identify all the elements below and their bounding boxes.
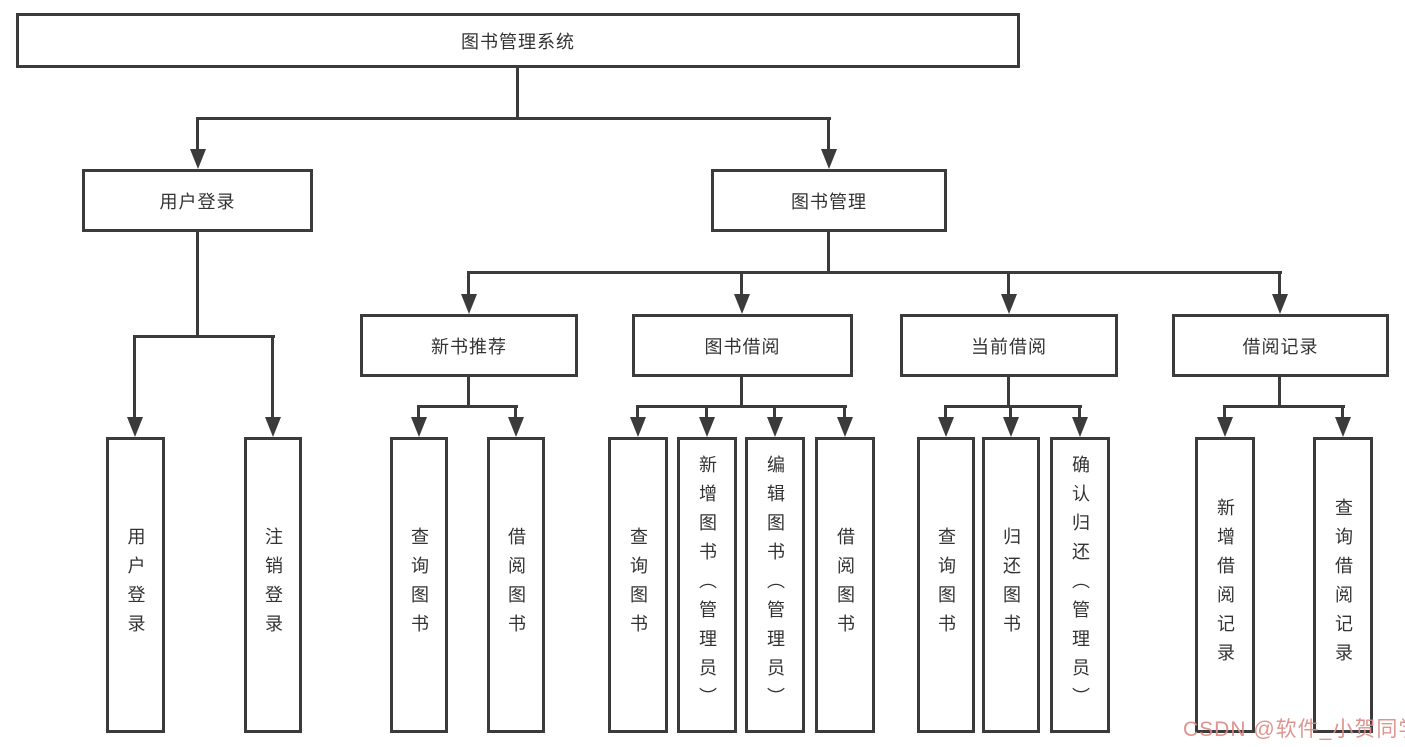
arrowhead-icon	[127, 417, 143, 437]
node-user-login: 用户登录	[82, 169, 313, 232]
tree-connector	[1007, 375, 1010, 408]
leaf-borrow-books: 借阅图书	[815, 437, 875, 733]
tree-connector	[1078, 405, 1081, 420]
arrowhead-icon	[630, 417, 646, 437]
arrowhead-icon	[837, 417, 853, 437]
tree-connector	[467, 271, 470, 297]
tree-connector	[467, 375, 470, 408]
leaf-query-books-borrow: 查询图书	[608, 437, 668, 733]
arrowhead-icon	[1217, 417, 1233, 437]
tree-connector	[417, 405, 518, 408]
arrowhead-icon	[461, 294, 477, 314]
arrowhead-icon	[265, 417, 281, 437]
leaf-logout: 注销登录	[244, 437, 302, 733]
leaf-query-borrow-record: 查询借阅记录	[1313, 437, 1373, 733]
arrowhead-icon	[821, 149, 837, 169]
arrowhead-icon	[767, 417, 783, 437]
tree-connector	[271, 335, 274, 420]
tree-connector	[133, 335, 275, 338]
tree-connector	[1278, 375, 1281, 408]
tree-connector	[636, 405, 847, 408]
arrowhead-icon	[190, 149, 206, 169]
leaf-borrow-books-recommend: 借阅图书	[487, 437, 545, 733]
leaf-confirm-return-admin: 确认归还（管理员）	[1050, 437, 1110, 733]
tree-connector	[944, 405, 947, 420]
tree-connector	[196, 117, 831, 120]
tree-connector	[1278, 271, 1281, 297]
node-borrow-records: 借阅记录	[1172, 314, 1389, 377]
tree-connector	[740, 375, 743, 408]
tree-connector	[417, 405, 420, 420]
tree-connector	[1009, 405, 1012, 420]
tree-connector	[740, 271, 743, 297]
tree-connector	[133, 335, 136, 420]
arrowhead-icon	[1272, 294, 1288, 314]
tree-connector	[827, 117, 830, 152]
arrowhead-icon	[1072, 417, 1088, 437]
tree-connector	[516, 66, 519, 118]
tree-connector	[196, 230, 199, 337]
tree-connector	[944, 405, 1082, 408]
node-book-borrow: 图书借阅	[632, 314, 853, 377]
node-new-book-recommend: 新书推荐	[360, 314, 578, 377]
arrowhead-icon	[508, 417, 524, 437]
tree-connector	[843, 405, 846, 420]
node-current-borrow: 当前借阅	[900, 314, 1118, 377]
leaf-add-book-admin: 新增图书（管理员）	[677, 437, 737, 733]
arrowhead-icon	[411, 417, 427, 437]
arrowhead-icon	[938, 417, 954, 437]
arrowhead-icon	[1001, 294, 1017, 314]
arrowhead-icon	[1335, 417, 1351, 437]
node-root: 图书管理系统	[16, 13, 1020, 68]
arrowhead-icon	[734, 294, 750, 314]
tree-connector	[1007, 271, 1010, 297]
tree-connector	[827, 230, 830, 273]
tree-connector	[514, 405, 517, 420]
arrowhead-icon	[699, 417, 715, 437]
tree-connector	[1341, 405, 1344, 420]
tree-connector	[467, 271, 1282, 274]
arrowhead-icon	[1003, 417, 1019, 437]
tree-connector	[1223, 405, 1345, 408]
tree-connector	[773, 405, 776, 420]
tree-connector	[196, 117, 199, 152]
tree-connector	[636, 405, 639, 420]
tree-connector	[705, 405, 708, 420]
csdn-watermark: CSDN @软件_小贺同学	[1183, 718, 1405, 741]
leaf-query-books-current: 查询图书	[917, 437, 975, 733]
leaf-return-book: 归还图书	[982, 437, 1040, 733]
leaf-query-books-recommend: 查询图书	[390, 437, 448, 733]
node-book-management: 图书管理	[711, 169, 947, 232]
tree-connector	[1223, 405, 1226, 420]
leaf-user-login: 用户登录	[106, 437, 165, 733]
leaf-edit-book-admin: 编辑图书（管理员）	[745, 437, 805, 733]
leaf-add-borrow-record: 新增借阅记录	[1195, 437, 1255, 733]
